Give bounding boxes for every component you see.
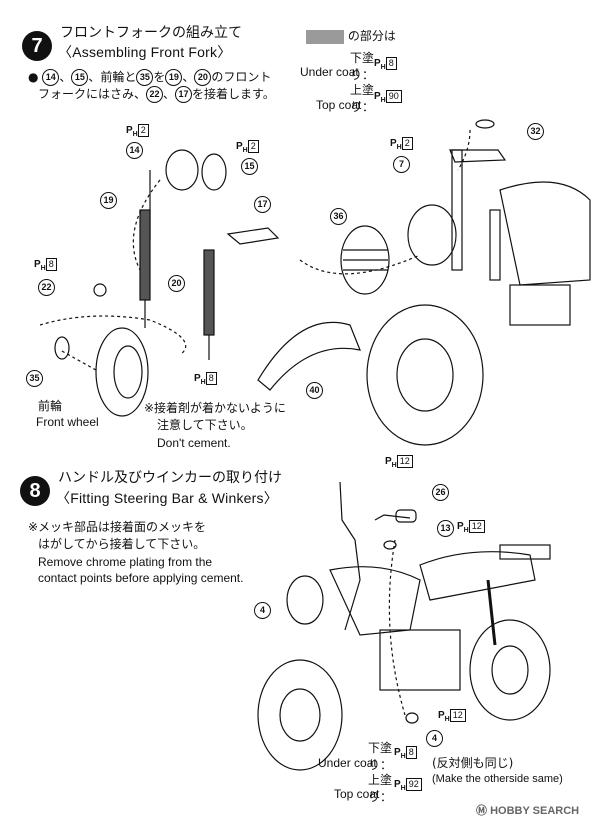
front-wheel xyxy=(257,659,343,771)
fuel-tank-shape xyxy=(499,181,591,286)
part-4-winker-shape xyxy=(405,712,419,724)
same-other-side-jp: (反対側も同じ) xyxy=(432,756,514,770)
callout-32: 32 xyxy=(527,121,544,140)
part-ref-20: 20 xyxy=(194,69,212,86)
step-8-number: 8 xyxy=(20,476,50,506)
step-7-title-en: 〈Assembling Front Fork〉 xyxy=(58,44,232,60)
steering-bar-right xyxy=(374,514,411,521)
callout-4-left: 4 xyxy=(254,600,271,619)
note-7-en: Don't cement. xyxy=(157,436,231,450)
step-7-title-jp: フロントフォークの組み立て xyxy=(60,25,242,41)
step-8-diagram xyxy=(257,481,551,771)
fork-tube-left xyxy=(139,209,151,301)
callout-15: 15 xyxy=(241,156,258,175)
seat-shape xyxy=(419,551,536,601)
rear-wheel xyxy=(469,619,551,721)
note-8-en-1: Remove chrome plating from the xyxy=(38,555,213,569)
part-ref-22: 22 xyxy=(146,86,164,103)
part-ref-19: 19 xyxy=(165,69,183,86)
part-14-shape xyxy=(165,149,199,191)
gray-swatch xyxy=(306,29,344,44)
engine-block xyxy=(379,629,461,691)
part-26-grip xyxy=(395,509,417,523)
right-wheel-shape xyxy=(366,304,484,446)
note-8-en-2: contact points before applying cement. xyxy=(38,571,244,585)
engine-shape xyxy=(509,284,571,326)
front-wheel-shape xyxy=(95,327,149,417)
note-8-jp-2: はがしてから接着して下さい。 xyxy=(38,537,206,551)
legend-top-en: Top coat xyxy=(316,98,362,112)
same-other-side-en: (Make the otherside same) xyxy=(432,773,563,785)
callout-35: 35 xyxy=(26,368,43,387)
part-32-shape xyxy=(475,119,495,129)
part-ref-35: 35 xyxy=(136,69,154,86)
part-ref-14: 14 xyxy=(42,69,60,86)
legend-under-jp: 下塗り： xyxy=(349,51,374,82)
callout-40: 40 xyxy=(306,380,323,399)
part-17-shape xyxy=(226,227,280,245)
front-wheel-label-jp: 前輪 xyxy=(38,399,63,413)
step-7-diagram xyxy=(39,119,591,446)
steering-bar-left xyxy=(339,481,361,631)
callout-26: 26 xyxy=(432,482,449,501)
callout-13: 13 xyxy=(437,518,454,537)
step-8-title-en: 〈Fitting Steering Bar & Winkers〉 xyxy=(56,490,278,506)
callout-22: 22 xyxy=(38,277,55,296)
step-7-number: 7 xyxy=(22,31,52,61)
callout-17: 17 xyxy=(254,194,271,213)
step-8-headlight xyxy=(286,575,324,625)
part-ref-15: 15 xyxy=(71,69,89,86)
part-22-shape xyxy=(93,283,107,297)
part-36-shape xyxy=(340,225,390,295)
bullet-icon: ● xyxy=(28,70,39,84)
callout-20: 20 xyxy=(168,273,185,292)
part-35-shape xyxy=(54,336,70,360)
callout-36: 36 xyxy=(330,206,347,225)
step-8-under-en: Under coat xyxy=(318,756,377,770)
callout-19: 19 xyxy=(100,190,117,209)
legend-under-en: Under coat xyxy=(300,65,359,79)
part-40-fender xyxy=(257,321,361,391)
watermark: Ⓜ HOBBY SEARCH xyxy=(476,805,580,817)
legend-top-jp: 上塗り： xyxy=(349,83,374,114)
callout-14: 14 xyxy=(126,140,143,159)
fork-right-side xyxy=(451,149,463,271)
step-8-top-en: Top coat xyxy=(334,787,380,801)
callout-7: 7 xyxy=(393,154,410,173)
note-7-jp-2: 注意して下さい。 xyxy=(157,418,253,432)
step-8-title-jp: ハンドル及びウインカーの取り付け xyxy=(58,470,282,486)
rear-rack xyxy=(499,544,551,560)
part-ref-17: 17 xyxy=(175,86,193,103)
callout-4-right: 4 xyxy=(426,728,443,747)
step-8-top-jp: 上塗り： xyxy=(367,773,392,804)
note-7-jp-1: ※接着剤が着かないように xyxy=(144,401,286,415)
part-15-shape xyxy=(201,153,227,191)
headlight-shape xyxy=(407,204,457,266)
fuel-tank xyxy=(329,566,421,636)
rear-shock xyxy=(486,579,497,646)
note-8-jp-1: ※メッキ部品は接着面のメッキを xyxy=(28,520,207,534)
fork-tube-right xyxy=(203,249,215,336)
part-7-shape xyxy=(449,149,507,163)
legend-header: の部分は xyxy=(306,28,396,45)
part-13-winker xyxy=(383,540,397,550)
hobby-search-logo-icon: Ⓜ xyxy=(476,805,487,817)
step-8-under-jp: 下塗り： xyxy=(367,741,392,772)
front-wheel-label-en: Front wheel xyxy=(36,415,99,429)
